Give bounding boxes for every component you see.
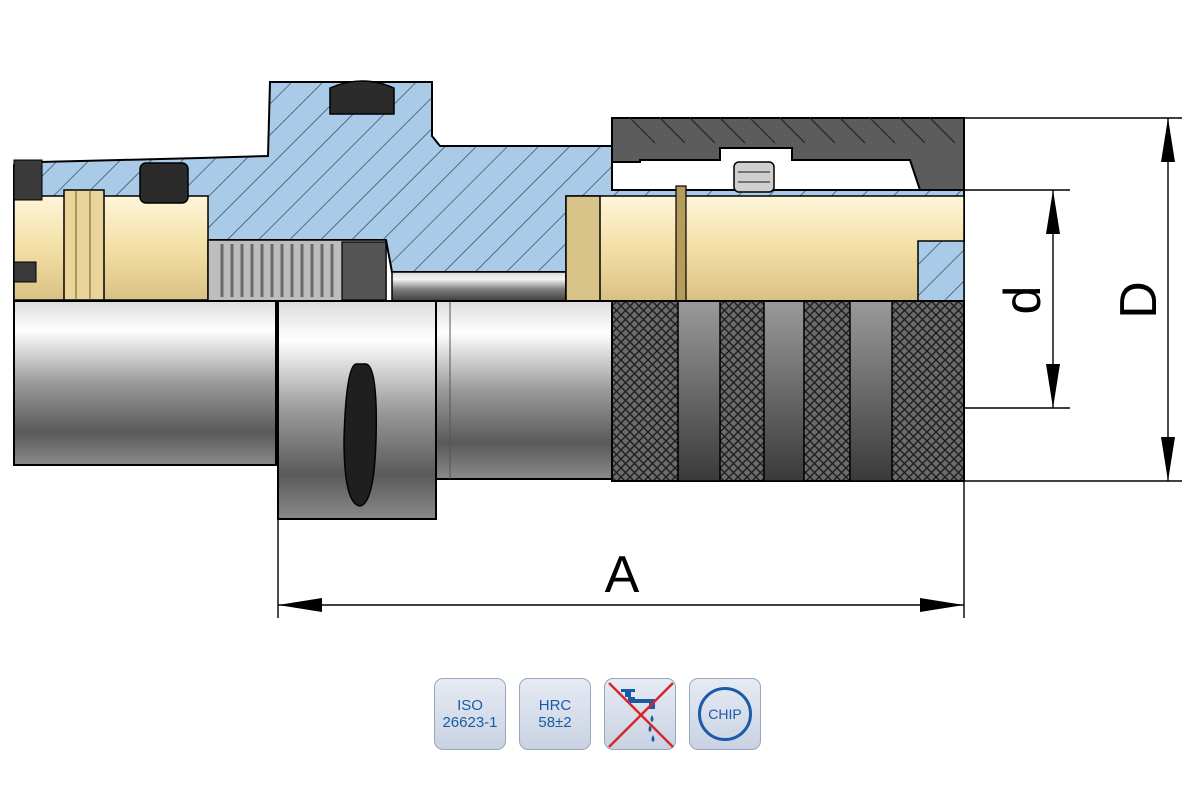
dimension-arrows <box>278 118 1175 612</box>
dimension-lines <box>277 117 1182 618</box>
section-view <box>13 80 965 302</box>
iso-badge: ISO 26623-1 <box>434 678 506 750</box>
chip-badge: CHIP <box>689 678 761 750</box>
chip-circle: CHIP <box>698 687 752 741</box>
hrc-badge-line2: 58±2 <box>538 714 572 731</box>
dimension-d-outer-label: D <box>1110 281 1168 319</box>
exterior-view <box>13 300 965 520</box>
no-coolant-icon <box>608 682 674 748</box>
chip-badge-label: CHIP <box>708 705 742 722</box>
iso-badge-line2: 26623-1 <box>442 714 498 731</box>
feature-badges: ISO 26623-1 HRC 58±2 CHIP <box>434 678 761 750</box>
dimension-d-inner-label: d <box>994 286 1052 315</box>
dimension-a-label: A <box>605 546 640 604</box>
no-coolant-badge <box>604 678 676 750</box>
hrc-badge: HRC 58±2 <box>519 678 591 750</box>
hrc-badge-line1: HRC <box>538 697 572 714</box>
iso-badge-line1: ISO <box>457 697 483 714</box>
